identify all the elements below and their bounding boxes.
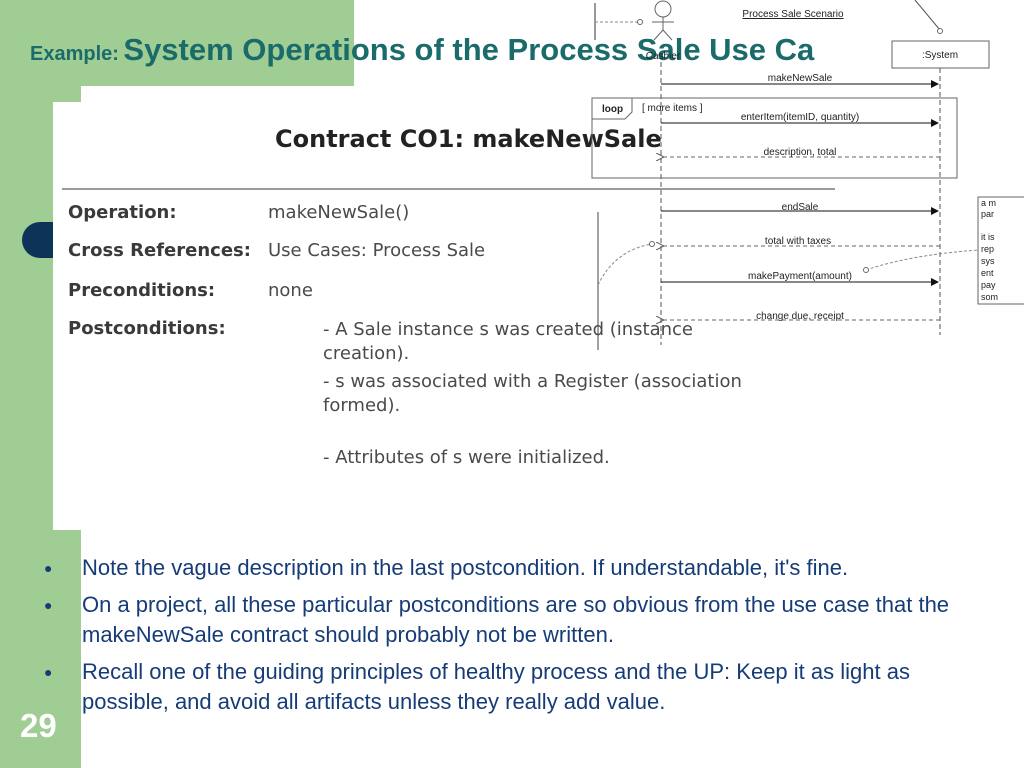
connector-end xyxy=(863,267,869,273)
note-line: pay xyxy=(981,280,996,290)
preconditions-label: Preconditions: xyxy=(68,280,216,301)
loop-fragment xyxy=(591,97,958,179)
bullet-text: Note the vague description in the last p… xyxy=(82,555,849,580)
contract-title: Contract CO1: makeNewSale xyxy=(275,125,662,153)
connector-end xyxy=(637,19,643,25)
operation-value: makeNewSale() xyxy=(268,202,410,223)
cross-references-label: Cross References: xyxy=(68,240,251,261)
connector-end xyxy=(649,241,655,247)
postconditions-label: Postconditions: xyxy=(68,318,226,339)
list-item: ● On a project, all these particular pos… xyxy=(44,590,984,650)
connector-end xyxy=(937,28,943,34)
operation-label: Operation: xyxy=(68,202,177,223)
loop-label: loop xyxy=(602,104,623,115)
message-label: makeNewSale xyxy=(768,73,833,84)
contract-panel xyxy=(53,102,843,530)
note-box xyxy=(977,196,1024,305)
note-line: it is xyxy=(981,232,995,242)
list-item: ● Recall one of the guiding principles o… xyxy=(44,657,984,717)
title-main: System Operations of the Process Sale Us… xyxy=(123,32,815,67)
bullet-list: ● Note the vague description in the last… xyxy=(44,553,984,724)
page-number: 29 xyxy=(20,707,57,744)
slide-title: Example: System Operations of the Proces… xyxy=(30,32,814,68)
scenario-title: Process Sale Scenario xyxy=(742,9,844,20)
note-connector xyxy=(597,243,653,286)
bullet-text: Recall one of the guiding principles of … xyxy=(82,659,910,714)
bullet-icon: ● xyxy=(44,560,53,576)
list-item: ● Note the vague description in the last… xyxy=(44,553,984,583)
contract-divider xyxy=(62,188,835,190)
postcondition-item: - Attributes of s were initialized. xyxy=(323,447,610,468)
loop-guard: [ more items ] xyxy=(642,103,703,114)
system-box xyxy=(891,40,990,69)
postcondition-item: - A Sale instance s was created (instanc… xyxy=(323,319,693,364)
note-line: som xyxy=(981,292,998,302)
message-label: endSale xyxy=(782,202,819,213)
message-label: change due, receipt xyxy=(756,311,844,322)
message-label: makePayment(amount) xyxy=(748,271,852,282)
preconditions-value: none xyxy=(268,280,313,301)
message-label: enterItem(itemID, quantity) xyxy=(741,112,859,123)
actor-label: Cashier xyxy=(646,51,681,62)
bullet-text: On a project, all these particular postc… xyxy=(82,592,950,647)
bullet-icon: ● xyxy=(44,664,53,680)
cross-references-value: Use Cases: Process Sale xyxy=(268,240,486,261)
note-line: ent xyxy=(981,268,994,278)
top-green-band xyxy=(0,0,354,86)
title-prefix: Example: xyxy=(30,43,119,65)
sequence-diagram: Process Sale Scenario Cashier :System ma… xyxy=(591,0,1024,350)
note-line: sys xyxy=(981,256,995,266)
actor-icon xyxy=(652,0,674,41)
bullet-icon: ● xyxy=(44,597,53,613)
note-connector xyxy=(865,249,979,271)
message-label: total with taxes xyxy=(765,236,831,247)
loop-tag xyxy=(591,97,633,120)
note-line: a m xyxy=(981,198,996,208)
note-line: par xyxy=(981,209,994,219)
message-label: description, total xyxy=(764,147,837,158)
note-line: rep xyxy=(981,244,994,254)
system-label: :System xyxy=(922,50,958,61)
postcondition-item: - s was associated with a Register (asso… xyxy=(323,371,742,416)
frame-edge xyxy=(914,0,941,31)
